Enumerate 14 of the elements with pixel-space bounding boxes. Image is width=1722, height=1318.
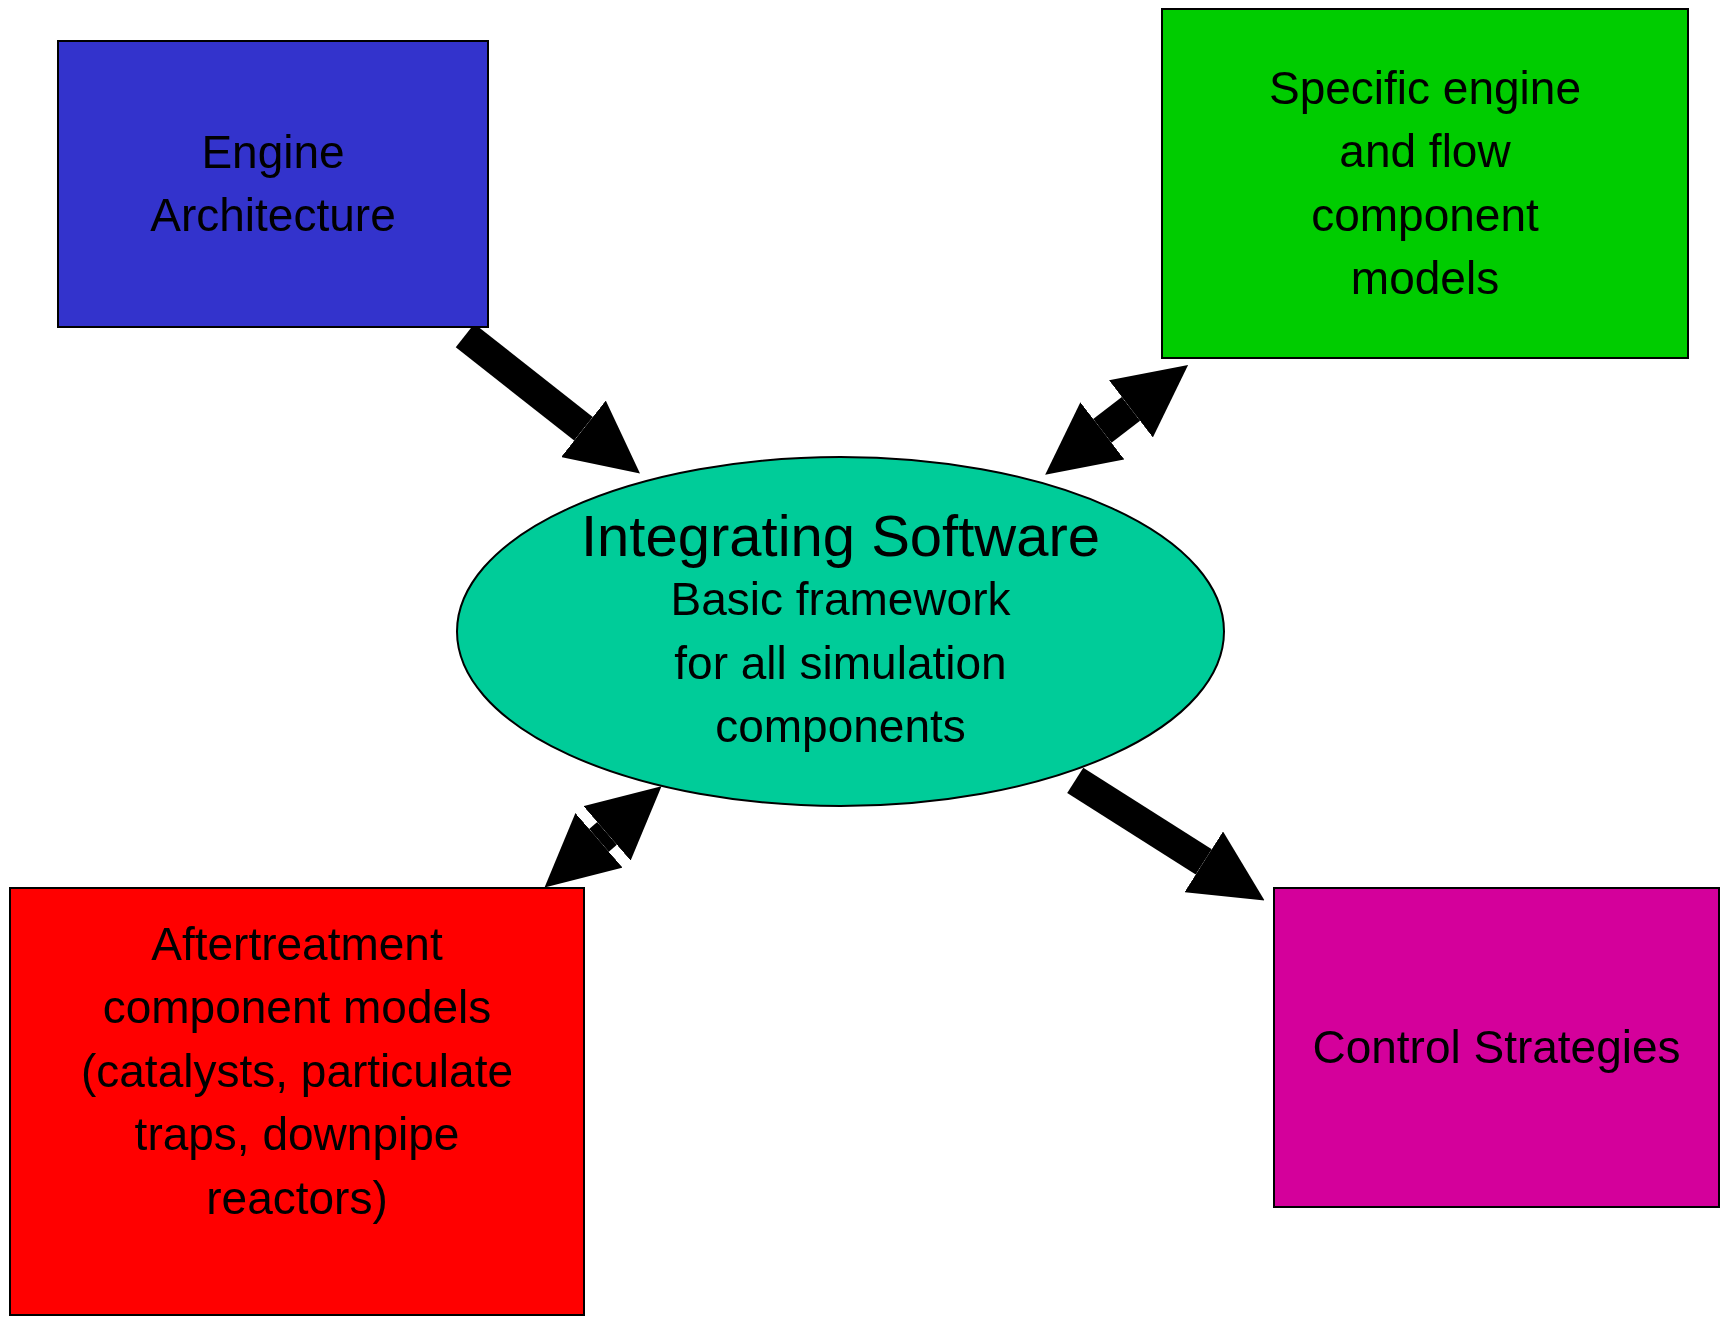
node-text: Basic framework for all simulation components [669,572,1012,755]
block-arrow [1045,365,1189,475]
ellipse-node [456,456,1225,807]
node-text: Control Strategies [1311,1019,1682,1075]
node-text: Specific engine and flow component models [1268,60,1582,306]
process-box [57,40,489,328]
process-box [9,887,585,1316]
block-arrow [1067,767,1265,901]
process-box [1161,8,1689,359]
node-title: Integrating Software [579,504,1102,569]
block-arrow [544,786,662,888]
process-box [1273,887,1720,1208]
node-text: Engine Architecture [149,124,397,243]
node-text: Aftertreatment component models (catalysts, particulate traps, downpipe reactors) [79,917,515,1226]
